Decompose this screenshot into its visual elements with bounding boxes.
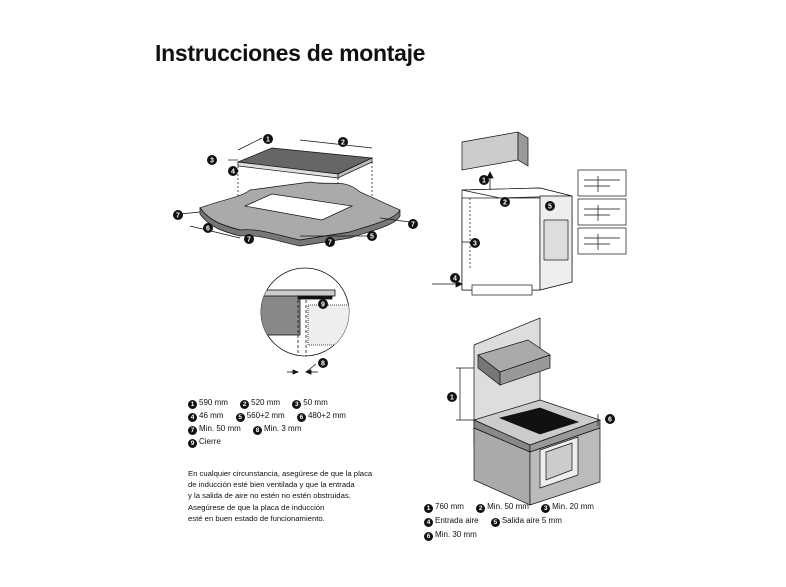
oven-callout-5: 5: [548, 204, 552, 211]
oven-callout-1: 1: [482, 178, 486, 185]
note-line: y la salida de aire no estén no estén ob…: [188, 491, 351, 501]
legend-number: 6: [424, 532, 433, 541]
legend-number: 4: [188, 413, 197, 422]
hob-callout-9: 9: [321, 302, 325, 309]
page-title: Instrucciones de montaje: [155, 40, 426, 66]
legend-text: 560+2 mm: [246, 411, 285, 420]
hob-callout-7a: 7: [176, 213, 180, 220]
legend-text: 46 mm: [199, 411, 224, 420]
kitchen-callout-1: 1: [450, 395, 454, 402]
note-line: de inducción esté bien ventilada y que l…: [188, 480, 355, 490]
hob-callout-2: 2: [341, 140, 345, 147]
legend-number: 5: [235, 413, 245, 422]
legend-number: 9: [188, 439, 197, 448]
hob-callout-7c: 7: [328, 240, 332, 247]
oven-callout-3: 3: [473, 241, 477, 248]
legend-text: Entrada aire: [435, 516, 479, 525]
legend-number: 6: [296, 413, 306, 422]
kitchen-callout-6: 6: [608, 417, 612, 424]
ventilation-note: En cualquier circunstancia, asegúrese de…: [188, 468, 438, 524]
legend-text: 520 mm: [251, 398, 281, 407]
hob-callout-8: 8: [321, 361, 325, 368]
legend-text: Min. 20 mm: [552, 502, 594, 511]
hob-callout-7d: 7: [411, 222, 415, 229]
oven-callout-4: 4: [453, 276, 457, 283]
legend-number: 8: [253, 426, 263, 435]
legend-text: Cierre: [199, 437, 221, 446]
hob-callout-7b: 7: [247, 237, 251, 244]
legend-text: Min. 3 mm: [264, 424, 302, 433]
hob-callout-5: 5: [370, 234, 374, 241]
legend-number: 2: [240, 400, 250, 409]
legend-text: 50 mm: [303, 398, 328, 407]
legend-text: 480+2 mm: [307, 411, 346, 420]
legend-number: 5: [490, 518, 500, 527]
legend-text: 590 mm: [199, 398, 228, 407]
note-line: Asegúrese de que la placa de inducción: [188, 502, 325, 512]
legend-number: 1: [188, 400, 197, 409]
legend-number: 3: [541, 504, 551, 513]
legend-number: 2: [476, 504, 486, 513]
note-line: En cualquier circunstancia, asegúrese de…: [188, 469, 373, 478]
note-line: esté en buen estado de funcionamiento.: [188, 513, 325, 523]
hob-callout-4: 4: [231, 169, 235, 176]
hob-callout-6: 6: [206, 226, 210, 233]
legend-number: 1: [424, 504, 433, 513]
hob-callout-1: 1: [266, 137, 270, 144]
legend-text: Min. 50 mm: [199, 424, 241, 433]
oven-callout-2: 2: [503, 200, 507, 207]
legend-text: 760 mm: [435, 502, 464, 511]
legend-number: 7: [188, 426, 197, 435]
legend-text: Min. 50 mm: [487, 502, 529, 511]
legend-text: Salida aire 5 mm: [501, 516, 562, 525]
legend-number: 4: [424, 518, 433, 527]
legend-text: Min. 30 mm: [435, 530, 477, 539]
hob-callout-3: 3: [210, 158, 214, 165]
legend-number: 3: [292, 400, 302, 409]
